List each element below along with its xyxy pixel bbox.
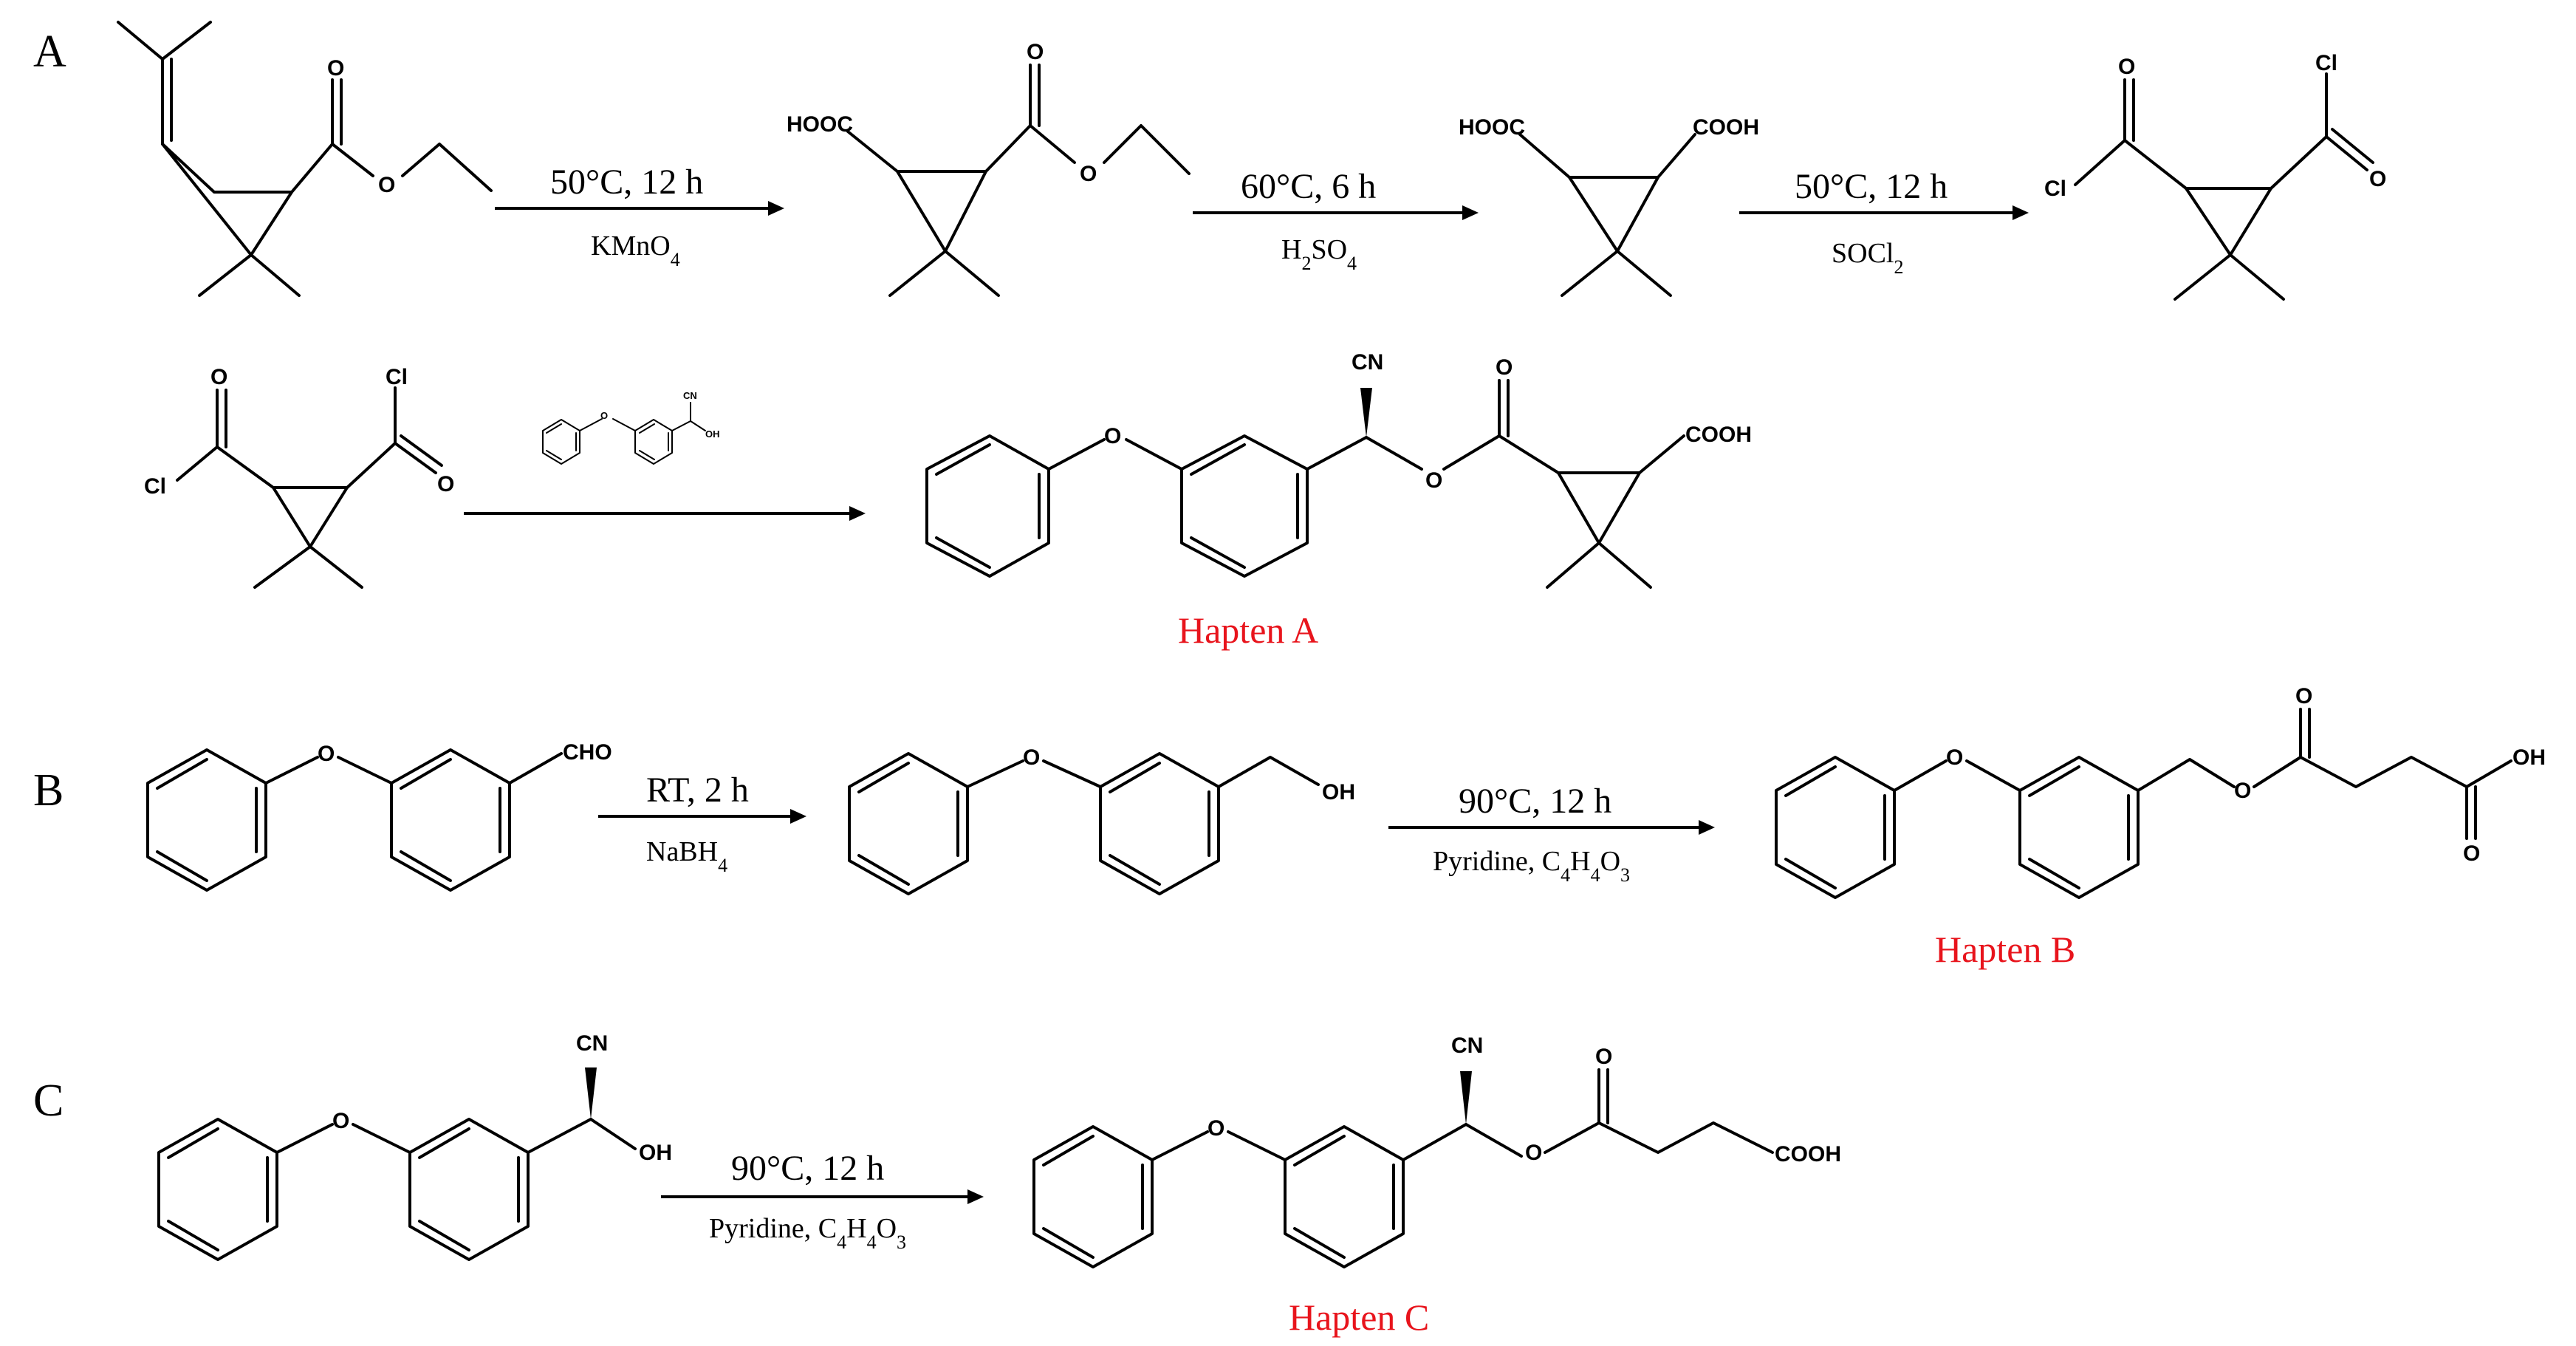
atom-oh-small: OH xyxy=(705,428,720,440)
atom-o-ether-c1: O xyxy=(332,1109,349,1133)
atom-cho-b1: CHO xyxy=(563,740,612,765)
hapten-b-label: Hapten B xyxy=(1935,929,2075,970)
atom-o-small-ether: O xyxy=(600,410,608,421)
atom-o-ester-hapten-b: O xyxy=(2234,779,2251,803)
atom-cl-a5-left: Cl xyxy=(144,474,166,499)
atom-oh-c1: OH xyxy=(639,1141,672,1165)
reaction-arrow-b1: RT, 2 h NaBH4 xyxy=(598,771,806,876)
hapten-c-label: Hapten C xyxy=(1289,1297,1429,1338)
conditions-a3: 50°C, 12 h xyxy=(1795,167,1948,206)
reaction-arrow-a4 xyxy=(464,506,866,521)
reagent-b1: NaBH4 xyxy=(646,836,727,876)
atom-o-ether-hapten-a: O xyxy=(1104,424,1121,448)
atom-o-ester-a1: O xyxy=(378,173,395,197)
compound-cyanohydrin: O CN OH xyxy=(157,1031,672,1261)
atom-cooh-a3: COOH xyxy=(1693,115,1759,140)
atom-o-ether-b2: O xyxy=(1023,745,1040,770)
compound-phenoxybenzaldehyde: O CHO xyxy=(146,740,612,892)
atom-o-a5-right: O xyxy=(437,472,454,496)
compound-diacid-chloride-2: O Cl Cl O xyxy=(144,365,454,589)
atom-cl-a4-left: Cl xyxy=(2044,177,2066,201)
atom-cl-a5-right: Cl xyxy=(386,365,408,389)
atom-o-ester-a2: O xyxy=(1080,162,1097,186)
atom-cl-a4-right: Cl xyxy=(2315,51,2337,75)
reaction-arrow-a1: 50°C, 12 h KMnO4 xyxy=(495,163,784,270)
compound-ester-acid: HOOC O O xyxy=(787,40,1191,297)
atom-cn-c1: CN xyxy=(576,1031,608,1056)
atom-oh-hapten-b: OH xyxy=(2512,745,2546,770)
reagent-c1: Pyridine, C4H4O3 xyxy=(709,1213,906,1253)
atom-cooh-hapten-a: COOH xyxy=(1685,423,1752,447)
reagent-a3: SOCl2 xyxy=(1832,238,1903,278)
reaction-arrow-c1: 90°C, 12 h Pyridine, C4H4O3 xyxy=(661,1149,984,1253)
atom-cooh-hapten-c: COOH xyxy=(1775,1142,1841,1166)
compound-diacid: HOOC COOH xyxy=(1459,115,1759,297)
atom-cn-hapten-c: CN xyxy=(1451,1034,1483,1058)
atom-o-a5-left: O xyxy=(210,365,227,389)
atom-o-carbonyl-hapten-a: O xyxy=(1496,355,1513,380)
atom-hooc-a3: HOOC xyxy=(1459,115,1525,140)
atom-oh-b2: OH xyxy=(1322,780,1355,804)
reagent-b2: Pyridine, C4H4O3 xyxy=(1433,846,1630,886)
atom-o-ester-hapten-c: O xyxy=(1525,1141,1542,1165)
atom-o-acid-hapten-b: O xyxy=(2463,841,2480,866)
reaction-arrow-a2: 60°C, 6 h H2SO4 xyxy=(1193,167,1479,274)
compound-hapten-c: O CN O O COOH Hapten C xyxy=(1032,1034,1841,1338)
reagent-cyanohydrin-small: O CN OH xyxy=(542,390,720,465)
reaction-arrow-a3: 50°C, 12 h SOCl2 xyxy=(1739,167,2029,278)
conditions-b1: RT, 2 h xyxy=(646,771,749,810)
reaction-arrow-b2: 90°C, 12 h Pyridine, C4H4O3 xyxy=(1388,782,1715,886)
atom-cn-small: CN xyxy=(683,390,697,401)
atom-o-carbonyl-hapten-c: O xyxy=(1595,1045,1612,1069)
compound-ethyl-chrysanthemate: O O xyxy=(117,21,493,297)
reagent-a2: H2SO4 xyxy=(1281,234,1357,274)
atom-o-ether-b1: O xyxy=(318,742,335,766)
conditions-a1: 50°C, 12 h xyxy=(550,163,703,202)
panel-label-c: C xyxy=(33,1076,64,1126)
atom-o-ether-hapten-c: O xyxy=(1208,1116,1224,1141)
reagent-a1: KMnO4 xyxy=(591,230,680,270)
atom-hooc-a2: HOOC xyxy=(787,112,853,137)
conditions-b2: 90°C, 12 h xyxy=(1459,782,1611,821)
atom-o-carbonyl-a2: O xyxy=(1027,40,1044,64)
atom-o-carbonyl-a1: O xyxy=(327,56,344,81)
atom-cn-hapten-a: CN xyxy=(1352,350,1383,375)
panel-label-b: B xyxy=(33,765,64,816)
compound-phenoxybenzyl-alcohol: O OH xyxy=(848,745,1355,895)
compound-diacid-chloride: O Cl Cl O xyxy=(2044,51,2386,301)
conditions-c1: 90°C, 12 h xyxy=(731,1149,884,1188)
atom-o-ester-hapten-a: O xyxy=(1425,468,1442,493)
conditions-a2: 60°C, 6 h xyxy=(1241,167,1376,206)
compound-hapten-a: O CN O O COOH Hapten A xyxy=(925,350,1752,651)
atom-o-carbonyl-hapten-b: O xyxy=(2295,684,2312,708)
atom-o-a4-left: O xyxy=(2118,55,2135,79)
compound-hapten-b: O O O OH O Hapten B xyxy=(1775,684,2546,970)
atom-o-ether-hapten-b: O xyxy=(1946,745,1963,770)
hapten-a-label: Hapten A xyxy=(1178,609,1318,651)
atom-o-a4-right: O xyxy=(2369,167,2386,191)
panel-label-a: A xyxy=(33,27,66,77)
